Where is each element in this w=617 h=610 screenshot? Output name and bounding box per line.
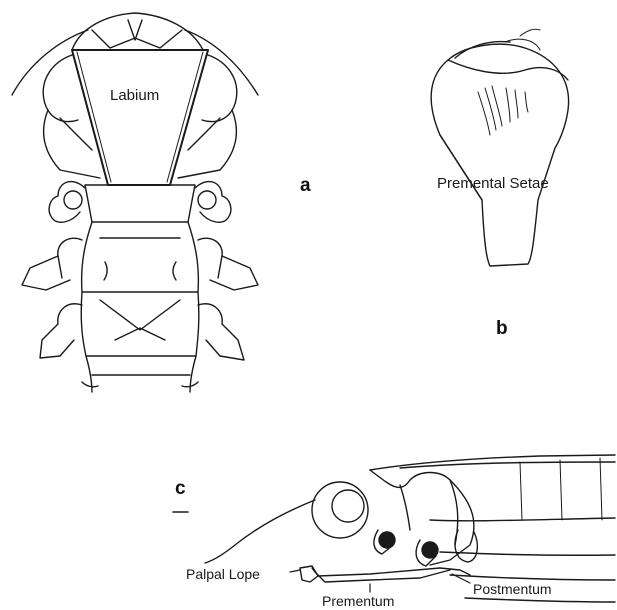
- left-eye-lobe: [43, 55, 78, 122]
- left-foreleg: [49, 182, 85, 223]
- metathorax: [81, 292, 199, 356]
- left-hindleg: [40, 304, 82, 358]
- prothorax: [85, 185, 195, 222]
- antenna-lateral: [205, 500, 315, 563]
- label-postmentum: Postmentum: [473, 581, 552, 597]
- prementum-outline: [431, 44, 568, 266]
- palpal-lobe-lateral: [300, 566, 318, 582]
- right-foreleg: [195, 182, 231, 223]
- leg-3: [455, 530, 477, 562]
- panel-b-drawing: [431, 29, 568, 266]
- label-palpal-lope: Palpal Lope: [186, 566, 260, 582]
- abdomen-top: [86, 356, 196, 392]
- label-prementum: Prementum: [322, 593, 394, 609]
- right-eye-lobe: [202, 55, 237, 122]
- head-lateral: [312, 482, 368, 538]
- right-midleg: [198, 238, 258, 290]
- panel-label-a: a: [300, 175, 311, 197]
- mesothorax: [82, 222, 199, 292]
- labium-shield: [72, 50, 208, 185]
- label-labium: Labium: [110, 87, 159, 104]
- right-hindleg: [198, 304, 244, 360]
- panel-label-b: b: [496, 318, 508, 340]
- panel-label-c: c: [175, 478, 186, 500]
- panel-a-drawing: [12, 13, 258, 392]
- label-premental-setae: Premental Setae: [437, 175, 549, 192]
- premental-setae-lines: [448, 60, 568, 80]
- left-midleg: [22, 238, 82, 290]
